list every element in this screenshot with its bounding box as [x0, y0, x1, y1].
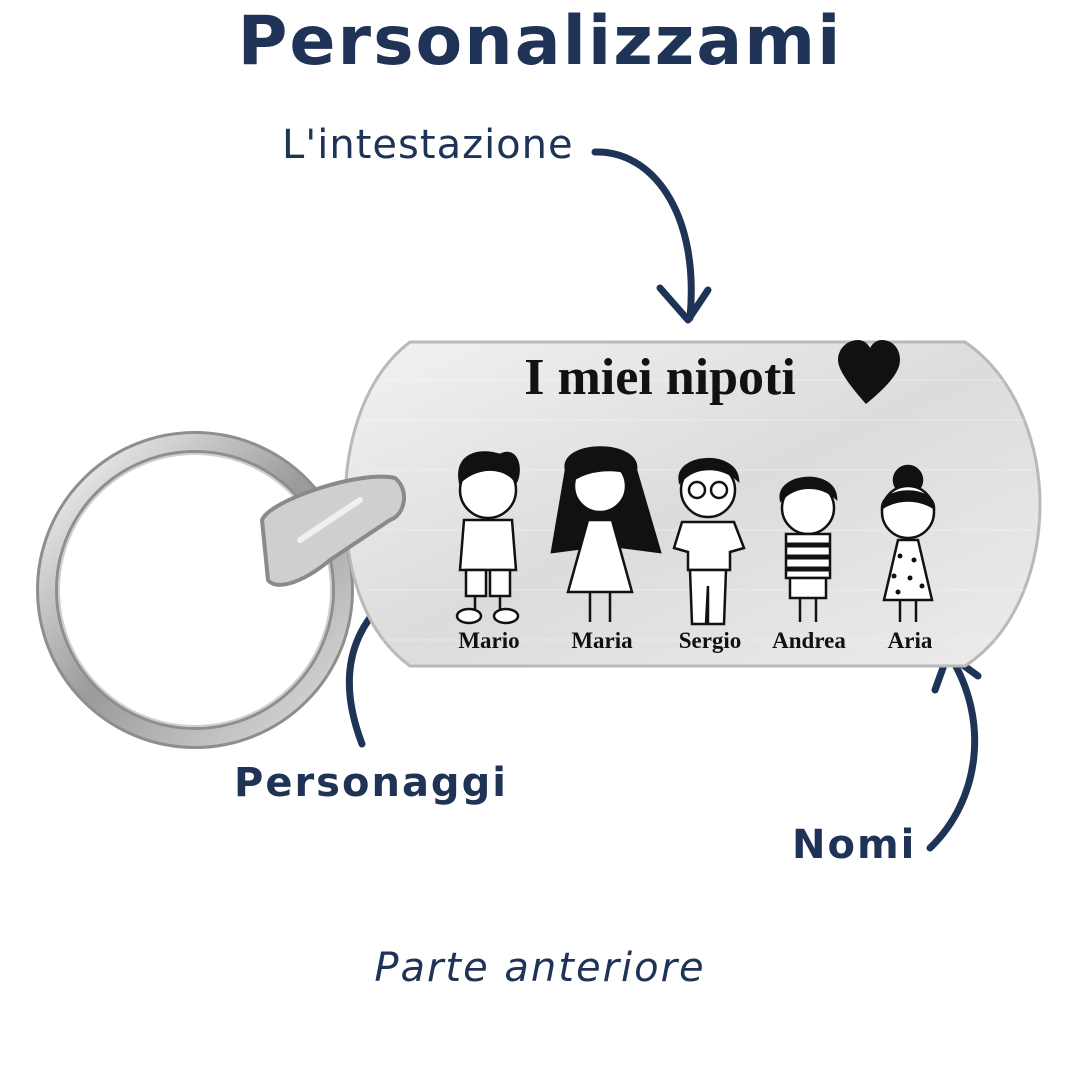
clasp-icon [259, 474, 406, 587]
tag-name-1: Mario [458, 628, 520, 653]
heading-label: L'intestazione [282, 122, 574, 168]
keyring-icon [36, 431, 354, 749]
tag-name-3: Sergio [678, 628, 742, 653]
arrow-icon [926, 652, 979, 852]
character-sergio [672, 457, 746, 626]
characters-label: Personaggi [234, 760, 508, 806]
character-aria [880, 464, 936, 622]
character-mario [455, 451, 520, 625]
page-title: Personalizzami [237, 2, 843, 81]
tag-heading: I miei nipoti [524, 349, 796, 406]
arrow-icon [591, 148, 695, 322]
names-label: Nomi [792, 822, 917, 868]
heart-icon [838, 340, 900, 404]
character-maria [550, 446, 662, 622]
tag-name-4: Andrea [772, 628, 846, 653]
tag-name-2: Maria [571, 628, 633, 653]
character-andrea [779, 476, 838, 622]
arrow-head-icon [656, 284, 712, 324]
tag-name-5: Aria [887, 628, 933, 653]
footer-caption: Parte anteriore [374, 945, 706, 991]
